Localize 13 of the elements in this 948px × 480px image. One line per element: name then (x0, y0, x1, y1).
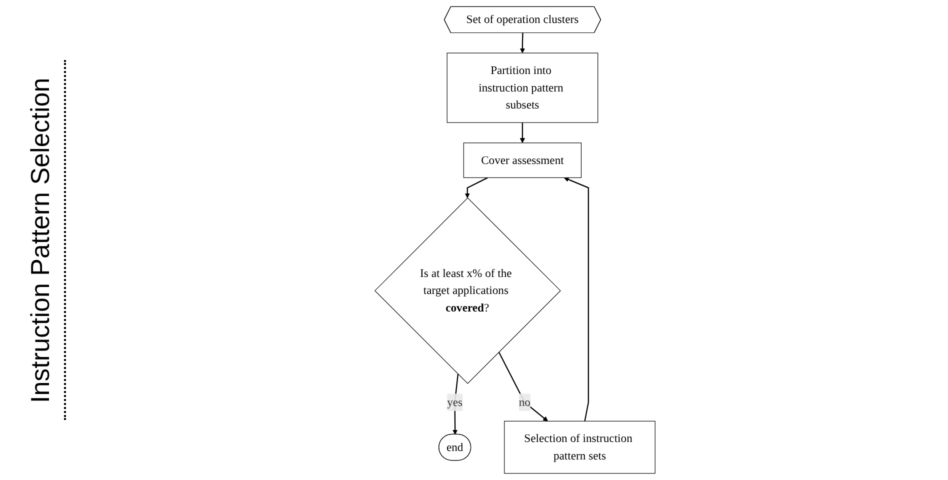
edge-label: yes (447, 396, 463, 409)
bracket-label: Instruction Pattern Selection (24, 60, 66, 420)
edge-label: no (518, 396, 530, 409)
arrow (452, 374, 459, 435)
arrow (498, 352, 548, 422)
node-diamond: Is at least x% of the target applications covered? (374, 198, 561, 384)
arrow (520, 33, 525, 54)
arrow (564, 177, 589, 422)
node-box: Cover assessment (463, 142, 582, 178)
arrow (520, 122, 525, 144)
node-box: Partition into instruction pattern subsets (446, 52, 598, 123)
arrow (464, 177, 488, 198)
node-box: Selection of instruction pattern sets (504, 420, 656, 474)
